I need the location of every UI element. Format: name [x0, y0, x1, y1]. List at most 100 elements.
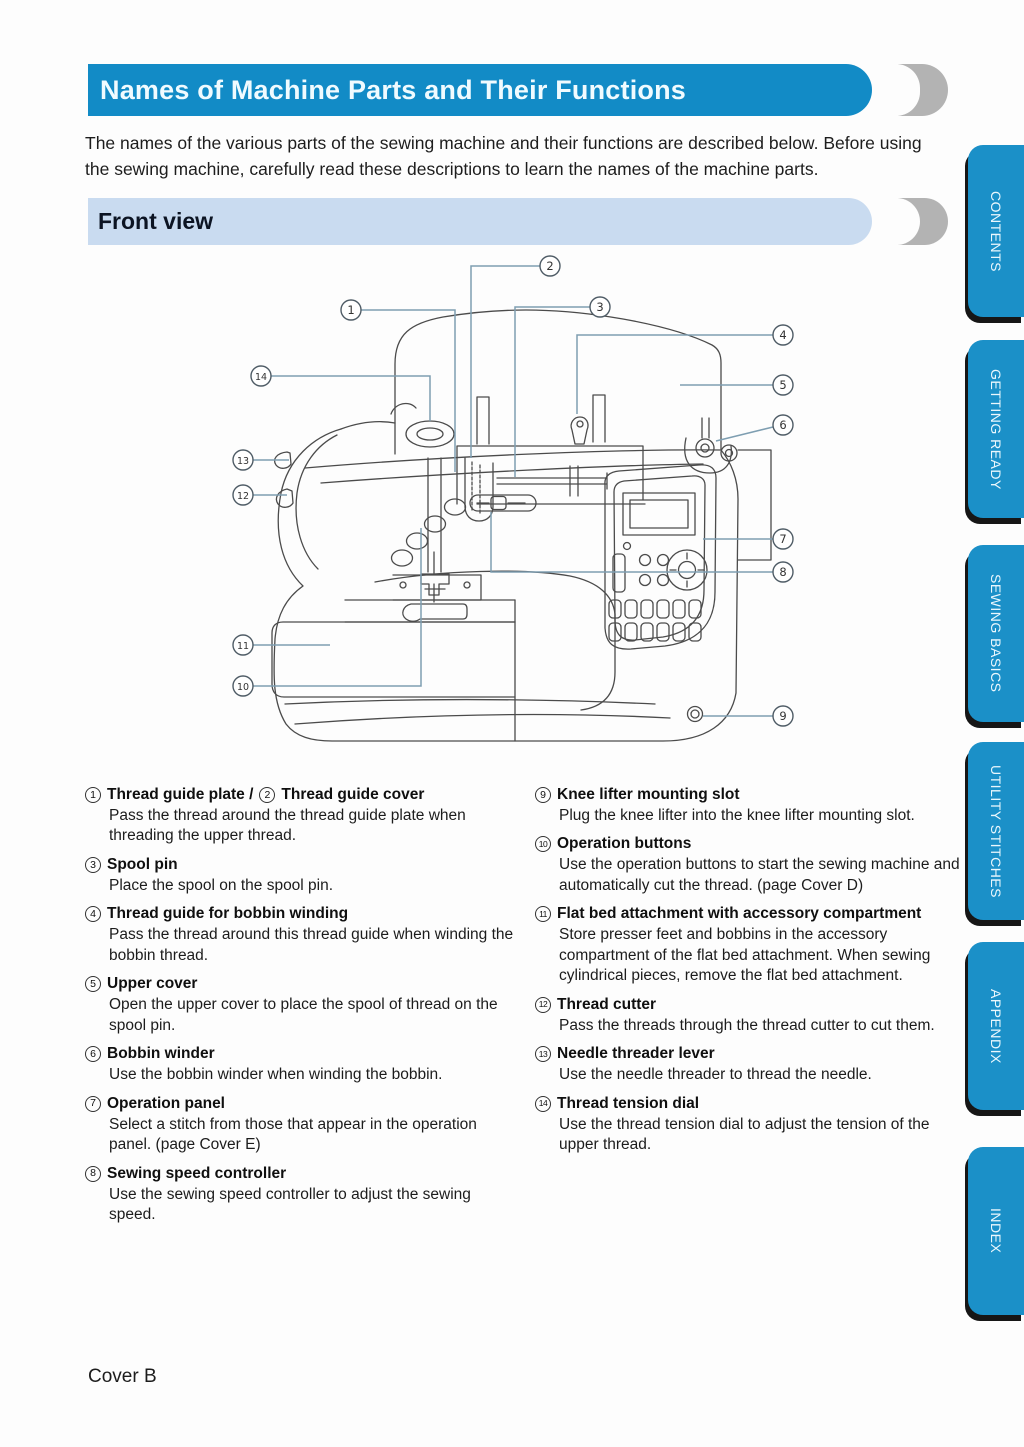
callout-circle-7	[772, 528, 794, 550]
sidebar-tab-label: APPENDIX	[988, 988, 1004, 1064]
part-number-badge: 14	[535, 1095, 551, 1112]
callout-circle-1	[340, 299, 362, 321]
part-description: Use the operation buttons to start the s…	[559, 856, 960, 894]
part-description: Open the upper cover to place the spool …	[109, 996, 498, 1034]
part-number-badge: 1	[85, 787, 101, 803]
part-number-badge: 3	[85, 856, 101, 873]
sidebar-tab-contents[interactable]: CONTENTS	[968, 145, 1024, 317]
callout-circle-14	[250, 365, 272, 387]
sidebar-tab-label: SEWING BASICS	[988, 574, 1004, 693]
callout-number-5: 5	[779, 378, 786, 392]
sidebar-tab-label: GETTING READY	[988, 368, 1004, 490]
callout-circle-8	[772, 561, 794, 583]
sidebar-tab-appendix[interactable]: APPENDIX	[968, 942, 1024, 1110]
sidebar-tab-label: UTILITY STITCHES	[988, 764, 1004, 898]
callout-circle-9	[772, 705, 794, 727]
part-description: Use the bobbin winder when winding the b…	[109, 1066, 443, 1084]
sewing-machine-drawing	[271, 309, 772, 742]
part-description: Use the thread tension dial to adjust th…	[559, 1115, 930, 1154]
callout-circle-12	[232, 484, 254, 506]
part-number-badge: 10	[535, 836, 551, 853]
callout-number-9: 9	[779, 709, 786, 723]
section-title: Front view	[98, 208, 214, 234]
part-description: Place the spool on the spool pin.	[109, 876, 334, 894]
sidebar-tab-sewing-basics[interactable]: SEWING BASICS	[968, 545, 1024, 722]
callout-circle-3	[589, 296, 611, 318]
part-description: Plug the knee lifter into the knee lifte…	[559, 807, 915, 824]
callout-number-4: 4	[779, 328, 786, 342]
callout-line-6	[715, 426, 774, 442]
sidebar-tabs: CONTENTS GETTING READY SEWING BASICS UTILIT…	[968, 0, 1024, 1447]
callout-circle-5	[772, 374, 794, 396]
callout-number-2: 2	[546, 259, 553, 273]
callout-number-11: 11	[237, 641, 249, 652]
callout-number-6: 6	[779, 418, 786, 432]
part-description: Select a stitch from those that appear i…	[109, 1115, 477, 1154]
sidebar-tab-index[interactable]: INDEX	[968, 1147, 1024, 1315]
part-number-badge: 4	[85, 906, 101, 923]
part-description: Use the sewing speed controller to adjus…	[109, 1185, 471, 1223]
part-description: Use the needle threader to thread the ne…	[559, 1066, 872, 1084]
callout-line-10	[253, 528, 422, 687]
sidebar-tab-label: CONTENTS	[988, 190, 1004, 272]
callout-circle-4	[772, 324, 794, 346]
callout-number-3: 3	[596, 300, 603, 314]
header-crescent-decoration	[874, 64, 948, 116]
part-description: Pass the threads through the thread cutt…	[559, 1016, 935, 1034]
section-title-bar: Front view	[88, 198, 872, 245]
callout-circle-2	[539, 255, 561, 277]
page-title: Names of Machine Parts and Their Functio…	[100, 74, 687, 105]
part-description: Pass the thread around this thread guide…	[109, 926, 514, 964]
part-number-badge: 9	[535, 787, 551, 803]
sidebar-tab-getting-ready[interactable]: GETTING READY	[968, 340, 1024, 518]
callout-number-1: 1	[347, 303, 354, 317]
sidebar-tab-label: INDEX	[988, 1208, 1004, 1254]
part-number-badge: 6	[85, 1046, 101, 1063]
part-number-badge: 11	[535, 906, 551, 923]
callout-number-8: 8	[779, 565, 786, 579]
callout-line-2	[470, 265, 540, 458]
part-number-badge: 8	[85, 1165, 101, 1182]
part-number-badge: 7	[85, 1095, 101, 1112]
part-number-badge: 5	[85, 976, 101, 993]
callout-number-12: 12	[237, 491, 249, 502]
callout-number-10: 10	[237, 682, 249, 693]
callout-circle-10	[232, 675, 254, 697]
page-number: Cover B	[88, 1366, 157, 1387]
callout-line-8	[490, 512, 773, 573]
callout-number-7: 7	[779, 532, 786, 546]
part-number-badge: 2	[259, 787, 276, 803]
callout-number-13: 13	[237, 456, 249, 467]
intro-text: The names of the various parts of the se…	[85, 133, 922, 180]
part-number-badge: 12	[535, 996, 551, 1013]
sidebar-tab-utility-stitches[interactable]: UTILITY STITCHES	[968, 742, 1024, 920]
callout-line-14	[271, 375, 431, 421]
callout-circle-11	[232, 634, 254, 656]
